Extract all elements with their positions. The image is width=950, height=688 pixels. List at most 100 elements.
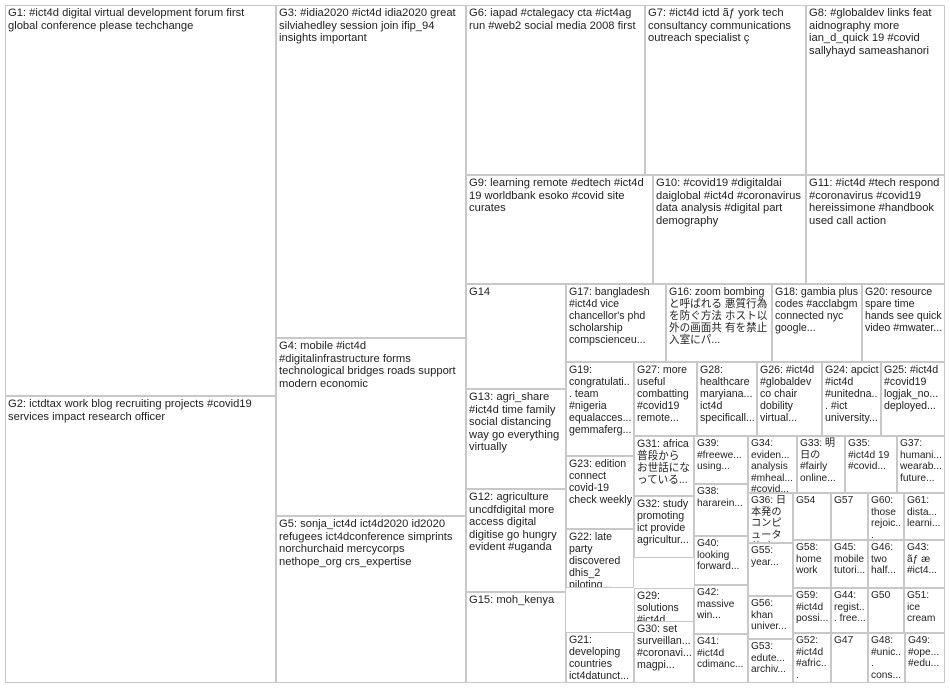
group-panel-G9[interactable]: G9: learning remote #edtech #ict4d 19 wo… — [466, 175, 653, 284]
group-panel-G46[interactable]: G46: two half... — [868, 540, 904, 588]
group-panel-G1[interactable]: G1: #ict4d digital virtual development f… — [5, 5, 276, 396]
group-label: G31: africa 普段から お世話にな っている... — [637, 438, 690, 486]
group-panel-G6[interactable]: G6: iapad #ctalegacy cta #ict4ag run #we… — [466, 5, 645, 175]
group-label: G8: #globaldev links feat aidnography mo… — [809, 7, 932, 57]
group-label: G11: #ict4d #tech respond #coronavirus #… — [809, 177, 940, 227]
group-label: G19: congratulati... team #nigeria equal… — [569, 364, 632, 436]
group-label: G30: set surveillan... #coronavi... magp… — [637, 623, 692, 671]
group-panel-G12[interactable]: G12: agriculture uncdfdigital more acces… — [466, 489, 566, 592]
group-panel-G34[interactable]: G34: eviden... analysis #mheal... #covid… — [748, 436, 797, 493]
group-panel-G11[interactable]: G11: #ict4d #tech respond #coronavirus #… — [806, 175, 945, 284]
group-panel-G27[interactable]: G27: more useful combatting #covid19 rem… — [634, 362, 697, 436]
group-panel-G56[interactable]: G56: khan univer... — [748, 596, 793, 639]
group-label: G14 — [469, 286, 491, 298]
group-label: G10: #covid19 #digitaldai daiglobal #ict… — [656, 177, 801, 227]
group-panel-G45[interactable]: G45: mobile tutori... — [831, 540, 868, 588]
group-panel-G49[interactable]: G49: #ope... #edu... — [905, 633, 945, 683]
group-label: G45: mobile tutori... — [834, 542, 866, 577]
group-panel-G42[interactable]: G42: massive win... — [694, 585, 748, 634]
group-label: G9: learning remote #edtech #ict4d 19 wo… — [469, 177, 644, 215]
group-label: G1: #ict4d digital virtual development f… — [8, 7, 245, 32]
group-panel-G52[interactable]: G52: #ict4d #afric... — [793, 633, 831, 683]
group-panel-G41[interactable]: G41: #ict4d cdimanc... — [694, 634, 748, 683]
group-label: G12: agriculture uncdfdigital more acces… — [469, 491, 557, 554]
group-panel-G16[interactable]: G16: zoom bombing と呼ばれる 悪質行為を防ぐ方法 ホスト以外の… — [666, 284, 772, 362]
group-label: G52: #ict4d #afric... — [796, 635, 827, 681]
group-panel-G3[interactable]: G3: #idia2020 #ict4d idia2020 great silv… — [276, 5, 466, 338]
group-panel-G25[interactable]: G25: #ict4d #covid19 logjak_no... deploy… — [881, 362, 945, 436]
group-panel-G55[interactable]: G55: year... — [748, 543, 793, 596]
group-panel-G17[interactable]: G17: bangladesh #ict4d vice chancellor's… — [566, 284, 666, 362]
group-panel-G30[interactable]: G30: set surveillan... #coronavi... magp… — [634, 621, 694, 683]
group-panel-G31[interactable]: G31: africa 普段から お世話にな っている... — [634, 436, 694, 496]
group-panel-G21[interactable]: G21: developing countries ict4datunct...… — [566, 632, 634, 683]
group-label: G53: edute... archiv... — [751, 641, 786, 676]
group-panel-G58[interactable]: G58: home work — [793, 540, 831, 588]
group-panel-G35[interactable]: G35: #ict4d 19 #covid... — [845, 436, 897, 493]
group-label: G60: those rejoic... — [871, 495, 902, 540]
group-panel-G26[interactable]: G26: #ict4d #globaldev co chair dobility… — [757, 362, 822, 436]
group-panel-G28[interactable]: G28: healthcare maryiana... ict4d specif… — [697, 362, 757, 436]
group-panel-G22[interactable]: G22: late party discovered dhis_2 piloti… — [566, 529, 634, 588]
group-label: G43: ãƒ æ #ict4... — [907, 542, 938, 577]
group-label: G6: iapad #ctalegacy cta #ict4ag run #we… — [469, 7, 636, 32]
group-panel-G5[interactable]: G5: sonja_ict4d ict4d2020 id2020 refugee… — [276, 516, 466, 683]
group-label: G2: ictdtax work blog recruiting project… — [8, 398, 252, 423]
group-label: G39: #freewe... using... — [697, 438, 742, 473]
group-panel-G53[interactable]: G53: edute... archiv... — [748, 639, 793, 683]
group-panel-G4[interactable]: G4: mobile #ict4d #digitalinfrastructure… — [276, 338, 466, 516]
group-label: G56: khan univer... — [751, 598, 787, 633]
group-label: G34: eviden... analysis #mheal... #covid… — [751, 438, 793, 493]
group-panel-G14[interactable]: G14 — [466, 284, 566, 389]
group-label: G26: #ict4d #globaldev co chair dobility… — [760, 364, 815, 424]
group-label: G48: #unic... cons... — [871, 635, 902, 681]
group-label: G24: apcict #ict4d #unitedna... #ict uni… — [825, 364, 879, 424]
group-panel-G7[interactable]: G7: #ict4d ictd ãƒ york tech consultancy… — [645, 5, 806, 175]
group-label: G61: dista... learni... — [907, 495, 941, 530]
group-panel-G43[interactable]: G43: ãƒ æ #ict4... — [904, 540, 945, 588]
group-label: G20: resource spare time hands see quick… — [865, 286, 943, 334]
group-label: G4: mobile #ict4d #digitalinfrastructure… — [279, 340, 456, 390]
group-label: G36: 日 本発の コンピュータ サイエ... — [751, 495, 790, 542]
group-panel-G48[interactable]: G48: #unic... cons... — [868, 633, 905, 683]
group-panel-G33[interactable]: G33: 明 日の #fairly online... — [797, 436, 845, 493]
group-panel-G44[interactable]: G44: regist... free... — [831, 588, 868, 633]
group-label: G27: more useful combatting #covid19 rem… — [637, 364, 689, 424]
group-label: G37: humani... wearab... future... — [900, 438, 942, 484]
group-panel-G20[interactable]: G20: resource spare time hands see quick… — [862, 284, 945, 362]
group-panel-G39[interactable]: G39: #freewe... using... — [694, 436, 748, 484]
group-panel-G19[interactable]: G19: congratulati... team #nigeria equal… — [566, 362, 634, 456]
group-label: G18: gambia plus codes #acclabgm connect… — [775, 286, 859, 334]
group-panel-G36[interactable]: G36: 日 本発の コンピュータ サイエ... — [748, 493, 793, 543]
group-panel-G32[interactable]: G32: study promoting ict provide agricul… — [634, 496, 694, 558]
group-label: G40: looking forward... — [697, 538, 740, 573]
group-panel-G54[interactable]: G54 — [793, 493, 831, 540]
group-panel-G15[interactable]: G15: moh_kenya — [466, 592, 566, 683]
group-panel-G8[interactable]: G8: #globaldev links feat aidnography mo… — [806, 5, 945, 175]
group-label: G42: massive win... — [697, 587, 735, 622]
group-label: G44: regist... free... — [834, 590, 866, 625]
group-panel-G13[interactable]: G13: agri_share #ict4d time family socia… — [466, 389, 566, 489]
group-panel-G2[interactable]: G2: ictdtax work blog recruiting project… — [5, 396, 276, 683]
group-panel-G24[interactable]: G24: apcict #ict4d #unitedna... #ict uni… — [822, 362, 881, 436]
group-panel-G18[interactable]: G18: gambia plus codes #acclabgm connect… — [772, 284, 862, 362]
group-panel-G47[interactable]: G47 — [831, 633, 868, 683]
group-panel-G37[interactable]: G37: humani... wearab... future... — [897, 436, 945, 493]
group-label: G22: late party discovered dhis_2 piloti… — [569, 531, 621, 588]
group-panel-G10[interactable]: G10: #covid19 #digitaldai daiglobal #ict… — [653, 175, 806, 284]
group-label: G17: bangladesh #ict4d vice chancellor's… — [569, 286, 650, 346]
group-panel-G51[interactable]: G51: ice cream — [904, 588, 945, 633]
group-label: G32: study promoting ict provide agricul… — [637, 498, 689, 546]
group-panel-G38[interactable]: G38: hararein... — [694, 484, 748, 536]
group-label: G16: zoom bombing と呼ばれる 悪質行為を防ぐ方法 ホスト以外の… — [669, 286, 768, 346]
group-label: G54 — [796, 495, 816, 506]
group-panel-G23[interactable]: G23: edition connect covid-19 check week… — [566, 456, 634, 529]
group-panel-G61[interactable]: G61: dista... learni... — [904, 493, 945, 540]
group-label: G23: edition connect covid-19 check week… — [569, 458, 632, 506]
group-panel-G60[interactable]: G60: those rejoic... — [868, 493, 904, 540]
group-panel-G59[interactable]: G59: #ict4d possi... — [793, 588, 831, 633]
group-panel-G57[interactable]: G57 — [831, 493, 868, 540]
group-panel-G40[interactable]: G40: looking forward... — [694, 536, 748, 585]
group-panel-G50[interactable]: G50 — [868, 588, 904, 633]
